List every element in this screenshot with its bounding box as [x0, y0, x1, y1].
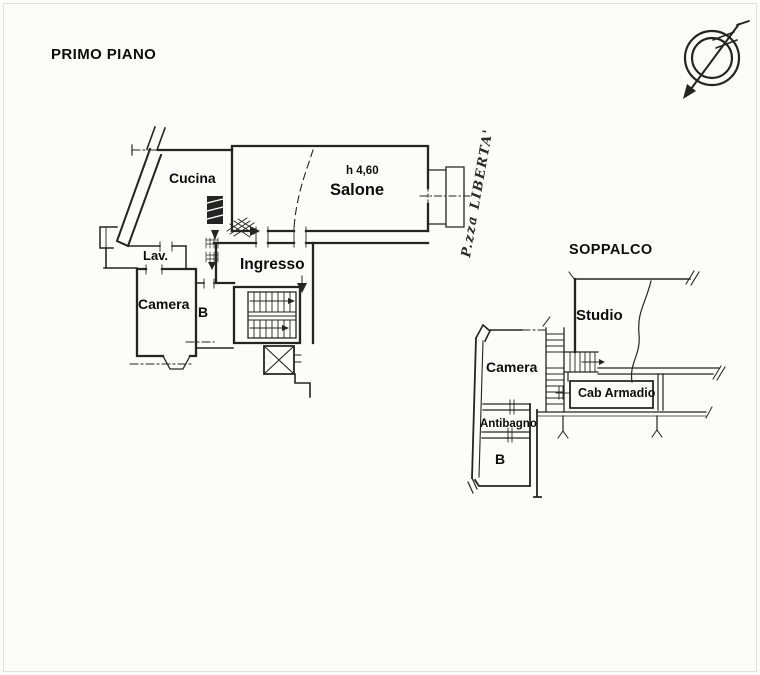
room-label-ingresso: Ingresso — [240, 256, 305, 273]
room-label-bagno-mezzanine: B — [495, 451, 506, 467]
stairs-icon — [232, 285, 302, 345]
mezzanine-title: SOPPALCO — [569, 242, 653, 258]
north-compass-icon — [683, 20, 750, 99]
ceiling-height-note: h 4,60 — [346, 165, 379, 177]
room-label-cab-armadio: Cab Armadio — [578, 386, 656, 400]
first-floor-plan-drawing — [99, 125, 471, 398]
mezzanine-stairs-icon — [542, 316, 605, 413]
room-label-salone: Salone — [330, 181, 385, 199]
room-label-antibagno: Antibagno — [480, 418, 537, 430]
room-label-camera-mezzanine: Camera — [486, 359, 538, 375]
room-label-cucina: Cucina — [169, 170, 216, 186]
mezzanine-plan-drawing — [467, 270, 726, 498]
room-label-studio: Studio — [576, 307, 623, 324]
elevator-icon — [263, 345, 302, 375]
room-label-bagno-first-floor: B — [198, 304, 209, 320]
room-label-lavanderia: Lav. — [143, 248, 169, 263]
first-floor-title: PRIMO PIANO — [51, 46, 157, 63]
room-label-camera-first-floor: Camera — [138, 296, 190, 312]
